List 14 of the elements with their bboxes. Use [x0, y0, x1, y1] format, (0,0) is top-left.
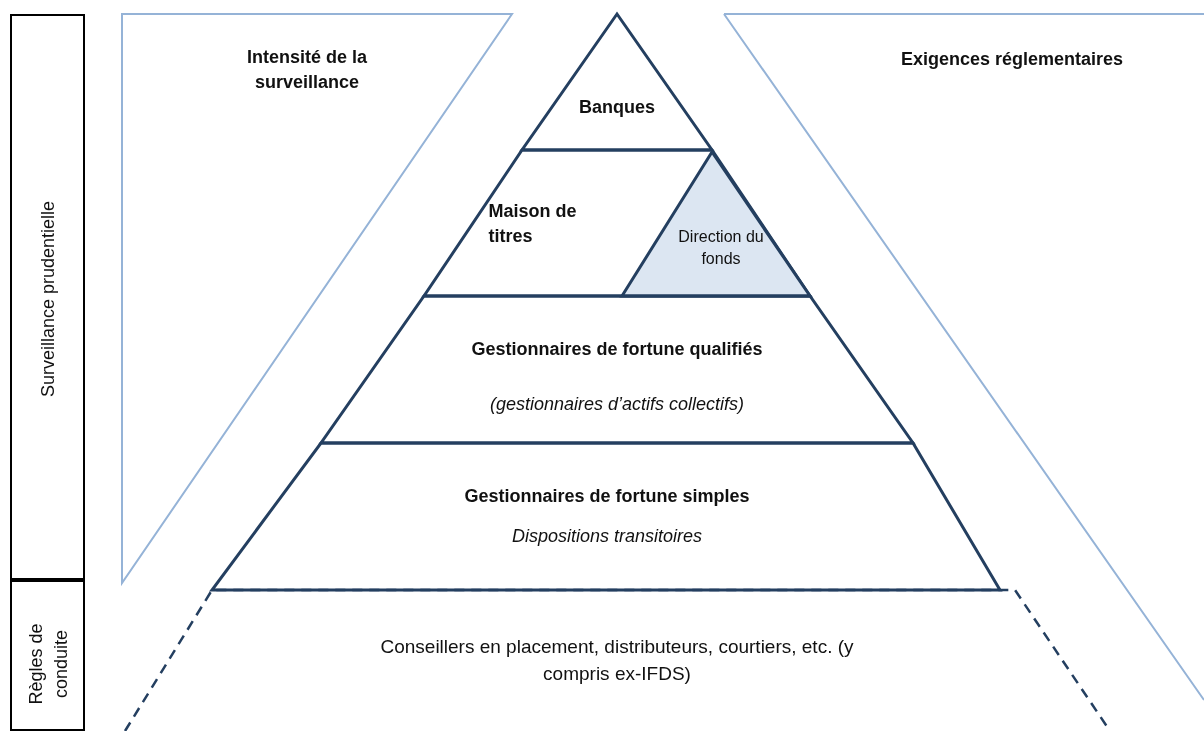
tier-note: Dispositions transitoires: [510, 525, 704, 549]
side-band: [10, 14, 85, 580]
band-label: Surveillance prudentielle: [37, 199, 60, 400]
side-band: [10, 580, 85, 731]
tier-note: (gestionnaires d’actifs collectifs): [488, 393, 746, 417]
tier-label: Gestionnaires de fortune simples: [463, 485, 751, 509]
band-label: Règles de conduite: [24, 622, 72, 707]
tier-label: Exigences réglementaires: [899, 48, 1125, 72]
tier-label: Gestionnaires de fortune qualifiés: [470, 338, 764, 362]
tier-label: Conseillers en placement, distributeurs, courtiers, etc. (y compris ex-IFDS): [379, 635, 855, 686]
tier-label: Maison de titres: [488, 199, 578, 248]
tier-label: Banques: [578, 96, 656, 120]
tier-label: Direction du fonds: [677, 226, 765, 269]
tier-label: Intensité de la surveillance: [245, 45, 368, 94]
